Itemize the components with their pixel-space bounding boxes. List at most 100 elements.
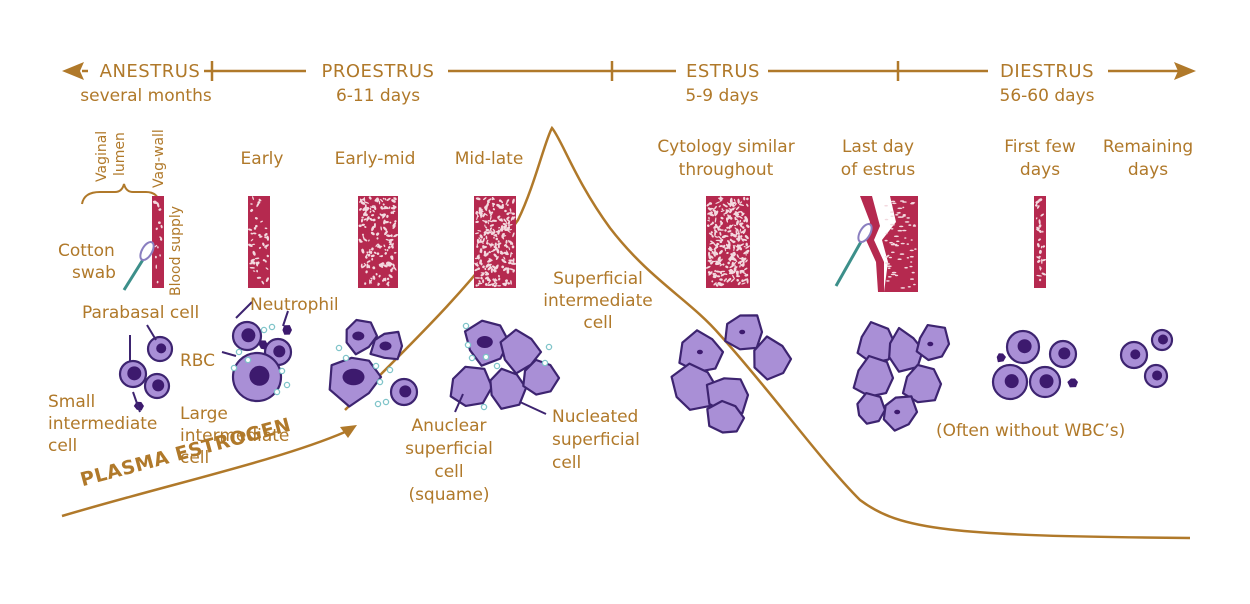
neutrophil [259,340,268,350]
label-large-1: Large [180,404,228,424]
rbc [372,362,380,370]
label-often-without-wbc: (Often without WBC’s) [936,421,1126,441]
wall-last-day [860,196,918,292]
cotton-swab-estrus-icon [834,222,873,287]
rbc [468,354,476,362]
label-sup-int-2: intermediate [543,291,653,311]
label-rbc: RBC [180,351,216,371]
stage-first-days-line1: First few [1004,137,1076,157]
duration-proestrus: 6-11 days [335,86,421,106]
arrow-right-icon [1174,62,1196,80]
superficial-cell [915,324,951,362]
phase-anestrus: ANESTRUS [99,61,201,82]
cotton-swab-icon [122,240,155,291]
superficial-cell [706,399,746,434]
label-anuclear-4: (squame) [408,485,490,505]
label-anuclear-3: cell [434,462,464,482]
wall-early-mid [358,196,399,288]
label-vaginal: Vaginal [94,130,110,182]
label-blood-supply: Blood supply [168,205,184,296]
superficial-cell [901,363,943,404]
nucleated-superficial-cell [463,319,511,367]
label-nucleated-3: cell [552,453,582,473]
label-lumen: lumen [112,132,128,176]
neutrophil [1067,378,1078,388]
superficial-cell [753,335,793,381]
rbc [545,343,553,351]
rbc [376,378,384,386]
parabasal-cell [1119,340,1149,370]
rbc [268,323,276,331]
stage-mid-late: Mid-late [454,149,524,169]
stage-last-day-line2: of estrus [840,160,916,180]
rbc [260,326,268,334]
neutrophil [282,325,292,335]
label-anuclear-2: superficial [405,439,493,459]
wall-mid-late [474,196,517,288]
stage-estrus-line2: throughout [678,160,774,180]
rbc [283,381,291,389]
rbc [342,354,350,362]
label-small-1: Small [48,392,96,412]
estrogen-arrow [61,430,346,518]
stage-last-day-line1: Last day [841,137,915,157]
timeline [82,61,1180,81]
large-intermediate-cell [231,351,283,403]
intermediate-cell [1028,365,1062,399]
stage-early: Early [240,149,284,169]
pointer-lines [129,301,547,415]
label-parabasal-cell: Parabasal cell [82,303,200,323]
anuclear-superficial-cell [489,367,528,410]
large-intermediate-cell [328,356,383,408]
rbc [482,353,490,361]
label-vag-wall: Vag-wall [151,129,167,188]
rbc [382,398,390,406]
phase-diestrus: DIESTRUS [999,61,1095,82]
wall-anestrus [152,196,164,288]
label-neutrophil: Neutrophil [250,295,339,315]
rbc [386,366,394,374]
rbc [235,348,243,356]
estrogen-arrowhead-icon [340,425,357,438]
wall-first-days [1034,196,1047,288]
intermediate-cell [345,318,379,356]
intermediate-cell [231,320,263,352]
rbc [244,356,252,364]
superficial-cell [724,314,764,351]
label-cotton: Cotton [58,241,115,261]
superficial-cell [856,321,897,365]
rbc [493,362,501,370]
duration-estrus: 5-9 days [685,86,759,106]
parabasal-cell [1143,363,1169,389]
intermediate-cell [1048,339,1078,369]
label-swab: swab [72,263,116,283]
label-small-2: intermediate [48,414,158,434]
rbc [335,344,343,352]
duration-anestrus: several months [80,86,212,106]
phase-proestrus: PROESTRUS [321,61,435,82]
wall-estrus [705,196,751,288]
rbc [462,322,470,330]
label-sup-int-3: cell [583,313,613,333]
label-small-3: cell [48,436,78,456]
stage-estrus-line1: Cytology similar [657,137,795,157]
wall-early [248,196,270,288]
stage-first-days-line2: days [1019,160,1061,180]
label-large-2: intermediate [180,426,290,446]
superficial-cell [852,354,895,398]
rbc [541,359,549,367]
cytology-cells [118,314,1174,434]
intermediate-cell [369,330,404,361]
rbc [273,388,281,396]
small-intermediate-cell [118,359,148,389]
arrow-left-icon [62,62,84,80]
phase-estrus: ESTRUS [686,61,760,82]
neutrophil [996,353,1006,363]
superficial-cell [678,329,725,373]
label-nucleated-2: superficial [552,430,640,450]
anuclear-superficial-cell [449,365,494,407]
label-large-3: cell [180,448,210,468]
intermediate-cell [389,377,419,407]
